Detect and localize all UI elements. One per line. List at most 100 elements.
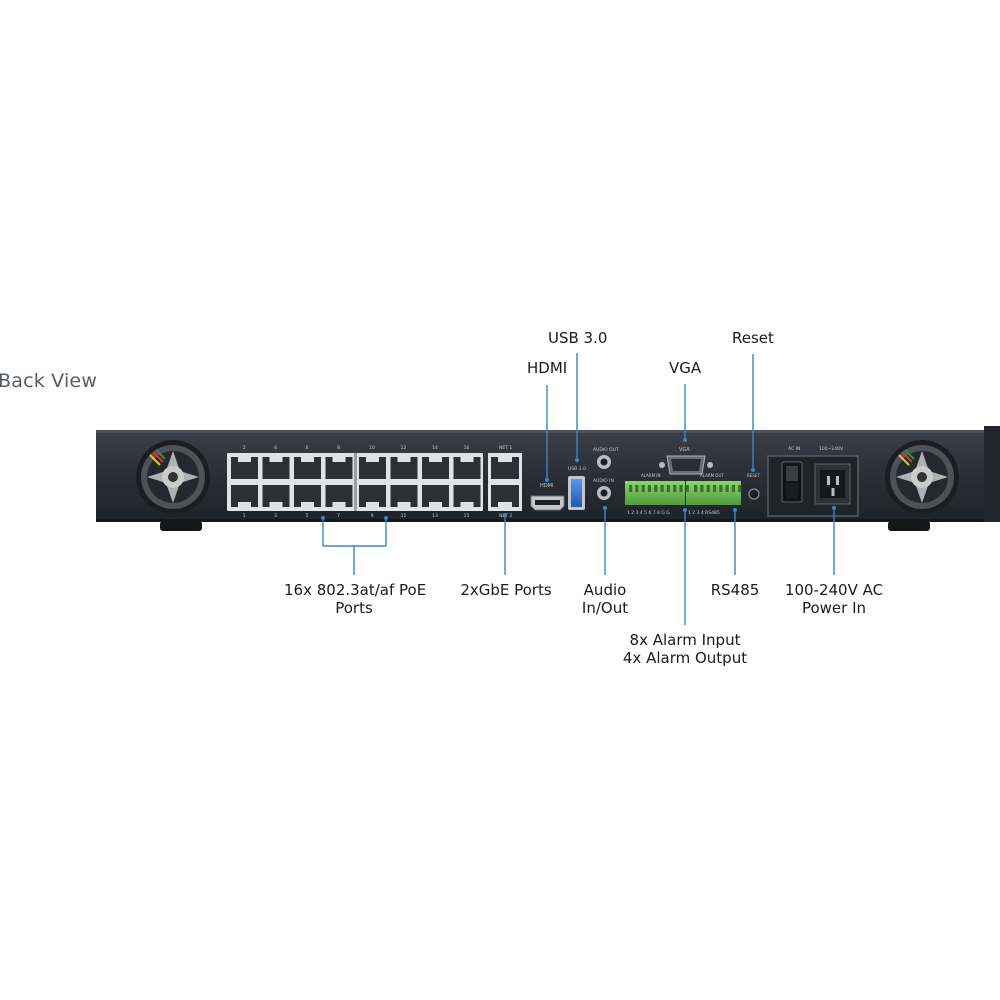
terminal-screw: [635, 485, 639, 492]
port-number: 16: [464, 445, 470, 451]
rj45-latch-notch: [238, 502, 251, 507]
port-number: 9: [371, 513, 374, 519]
rj45-latch-notch: [301, 502, 314, 507]
rj45-latch-notch: [397, 502, 411, 507]
reset-silkscreen: RESET: [747, 473, 760, 478]
terminal-screw: [738, 485, 742, 492]
poe-port-block: [227, 453, 483, 511]
voltage-silkscreen: 100~240V: [819, 446, 844, 452]
rj45-latch-notch: [460, 457, 474, 462]
terminal-screw: [719, 485, 723, 492]
terminal-screw: [654, 485, 658, 492]
terminal-screw: [666, 485, 670, 492]
rj45-port-icon: [231, 485, 258, 507]
rj45-port-icon: [453, 457, 481, 479]
port-number: 6: [306, 445, 309, 451]
port-number: 7: [337, 513, 340, 519]
ac-in-silkscreen: AC IN: [788, 446, 800, 452]
alarm-out-silkscreen: ALARM OUT: [700, 473, 724, 478]
rj45-port-icon: [262, 457, 290, 479]
vga-label: VGA: [669, 359, 702, 377]
vga-silkscreen: VGA: [679, 447, 690, 453]
terminal-screw: [706, 485, 710, 492]
audio-out-jack-icon: [597, 455, 611, 469]
audio-in-jack-icon: [597, 486, 611, 500]
rj45-latch-notch: [238, 457, 251, 462]
reset-button-icon: [748, 488, 760, 500]
fan-left-icon: [136, 440, 210, 514]
poe-port-numbers-top: 2 4 6 8 10 12 14 16: [243, 445, 470, 451]
rj45-latch-notch: [460, 502, 474, 507]
port-number: 10: [369, 445, 375, 451]
alarm-in-silkscreen: ALARM IN: [641, 473, 660, 478]
rj45-port-icon: [422, 457, 449, 479]
rj45-latch-notch: [269, 457, 283, 462]
rj45-port-icon: [422, 485, 449, 507]
alarm-in-numbers: 1 2 3 4 5 6 7 8 G G: [627, 510, 670, 516]
terminal-screw: [731, 485, 735, 492]
rj45-latch-notch: [366, 502, 379, 507]
usb-silkscreen: USB 3.0: [568, 466, 586, 472]
terminal-screw: [629, 485, 633, 492]
net1-silkscreen: NET 1: [499, 445, 512, 451]
rubber-foot-left: [160, 521, 202, 531]
terminal-screw: [641, 485, 645, 492]
rj45-port-icon: [262, 485, 290, 507]
reset-label: Reset: [732, 329, 774, 347]
rj45-latch-notch: [366, 457, 379, 462]
terminal-screw: [712, 485, 717, 492]
usb-label: USB 3.0: [548, 329, 608, 347]
gbe-port-block: [488, 453, 522, 511]
gbe-ports-label: 2xGbE Ports: [460, 581, 552, 599]
rubber-foot-right: [888, 521, 930, 531]
alarm-terminal-block: [625, 481, 742, 505]
back-view-title: Back View: [0, 370, 98, 392]
port-number: 14: [432, 445, 438, 451]
rj45-latch-notch: [429, 502, 442, 507]
port-number: 11: [401, 513, 407, 519]
rj45-port-icon: [390, 485, 418, 507]
terminal-screw: [647, 485, 652, 492]
port-number: 15: [464, 513, 470, 519]
fan-right-icon: [885, 440, 959, 514]
rj45-latch-notch: [332, 502, 346, 507]
vga-port-icon: [659, 455, 713, 475]
alarm-out-numbers: 1 2 3 4 RS485: [688, 510, 720, 516]
rj45-port-icon: [294, 485, 321, 507]
callout-lines: [321, 353, 836, 625]
terminal-screw: [694, 485, 698, 492]
audio-in-silkscreen: AUDIO IN: [593, 478, 614, 484]
port-number: 3: [274, 513, 277, 519]
port-number: 8: [337, 445, 340, 451]
power-module-icon: [767, 455, 859, 517]
rj45-port-icon: [359, 485, 386, 507]
port-number: 2: [243, 445, 246, 451]
port-number: 12: [401, 445, 407, 451]
terminal-screw: [673, 485, 677, 492]
hdmi-label: HDMI: [527, 359, 568, 377]
rj45-latch-notch: [332, 457, 346, 462]
terminal-screw: [725, 485, 729, 492]
rj45-latch-notch: [269, 502, 283, 507]
terminal-screw: [700, 485, 704, 492]
port-number: 5: [306, 513, 309, 519]
hdmi-silkscreen: HDMI: [540, 483, 553, 489]
rj45-port-icon: [231, 457, 258, 479]
rj45-latch-notch: [429, 457, 442, 462]
hdmi-port-icon: [530, 495, 565, 511]
rj45-port-icon: [453, 485, 481, 507]
rj45-port-icon: [294, 457, 321, 479]
usb-port-icon: [568, 476, 585, 510]
rj45-latch-notch: [397, 457, 411, 462]
rj45-port-icon: [390, 457, 418, 479]
port-number: 13: [432, 513, 438, 519]
audio-out-silkscreen: AUDIO OUT: [593, 447, 619, 453]
rj45-latch-notch: [301, 457, 314, 462]
port-number: 4: [274, 445, 277, 451]
